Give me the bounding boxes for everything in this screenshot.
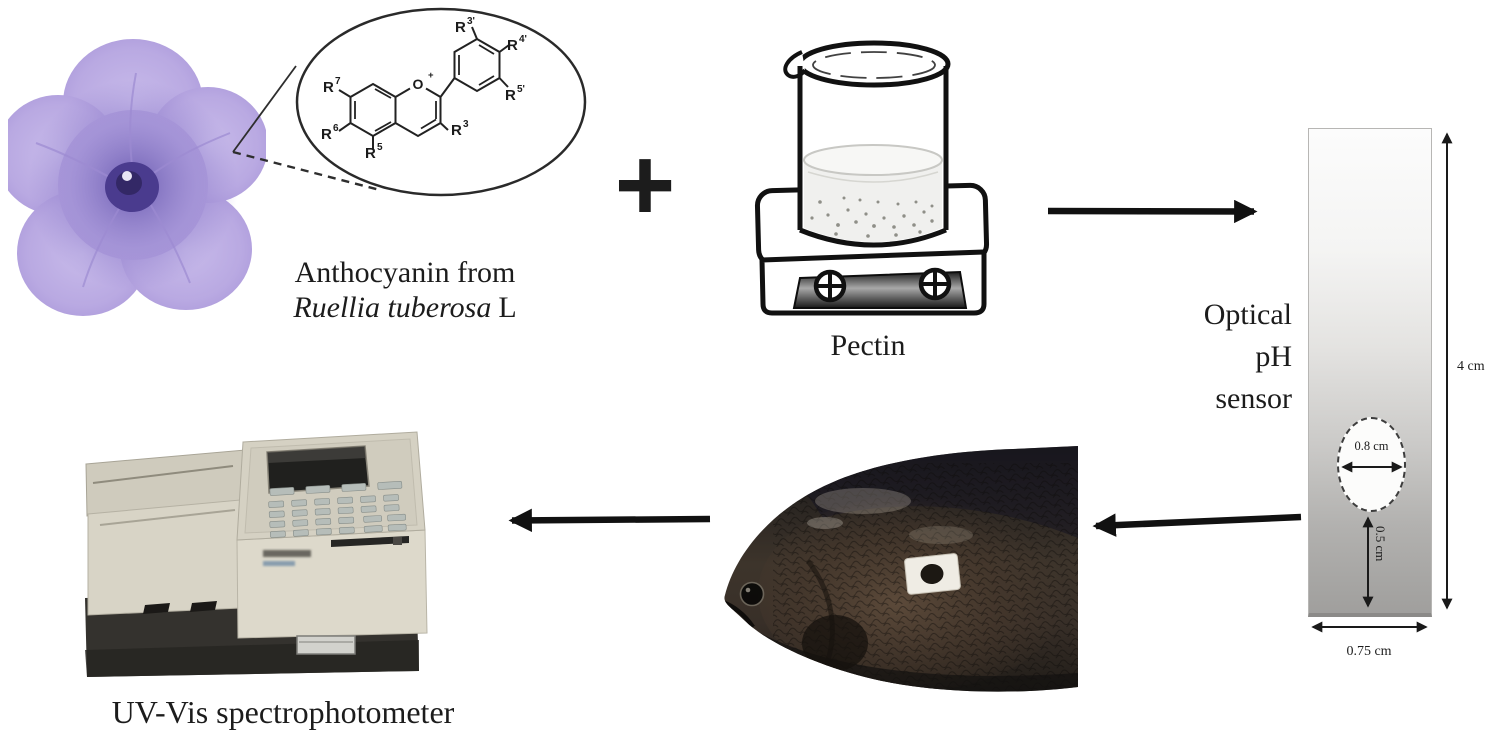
flavylium-labels: O + R 7 R 6 R 5 R 3 R 3' R 4' R 5' [321,16,527,162]
r3prime-sup: 3' [467,16,475,27]
fish-jaw [802,615,868,671]
r3prime-label: R [455,19,466,36]
sensor-patch-on-fish [904,553,961,595]
spectro-screen-glare [267,446,366,463]
spectro-base-slot-2 [190,601,217,612]
r5-sup: 5 [377,142,383,153]
flavylium-structure-callout: O + R 7 R 6 R 5 R 3 R 3' R 4' R 5' [295,7,587,197]
spectro-keypad [268,481,407,538]
spot-offset-dimension-label: 0.5 cm [1373,526,1388,562]
spectro-handle [296,635,356,655]
r6-sup: 6 [333,123,339,134]
spectro-lid-seam [92,465,234,484]
beaker-icon [783,40,951,248]
oxygen-charge: + [428,70,434,81]
r3-sup: 3 [463,119,469,130]
sensor-caption-line1: Optical [1203,298,1292,331]
width-dimension-label: 0.75 cm [1346,644,1392,659]
r7-sup: 7 [335,76,341,87]
arrow-left-fish-to-spectro-icon [508,508,711,533]
callout-line-dashed [232,150,381,192]
pectin-caption: Pectin [830,329,906,362]
species-name: Ruellia tuberosa [293,291,492,325]
r5prime-sup: 5' [517,84,525,95]
beaker-hotplate-image [754,40,990,316]
fish-highlight-3 [807,517,843,529]
sensor-patch-window [920,563,944,585]
oxygen-label: O [413,76,424,92]
r7-label: R [323,79,334,96]
flower-image [8,39,266,316]
spectro-base-slot-1 [143,603,170,614]
beaker-pectin-particles [810,196,934,238]
r5-label: R [365,145,376,162]
r5prime-label: R [505,87,516,104]
spot-diameter-label: 0.8 cm [1354,439,1389,453]
fish-highlight-1 [815,488,911,514]
arrow-left-sensor-to-fish-icon [1092,513,1302,537]
sensor-caption-line3: sensor [1215,382,1292,415]
spectro-compartment-seam [99,509,236,526]
sensor-caption: Optical pH sensor [1130,294,1292,420]
r6-label: R [321,126,332,143]
anthocyanin-caption-line1: Anthocyanin from [294,256,516,289]
uvvis-caption: UV-Vis spectrophotometer [111,694,455,730]
spectro-slot [331,536,409,547]
r3-label: R [451,122,462,139]
spectrophotometer-image [85,431,428,677]
device-model-label [263,550,311,566]
height-dimension-label: 4 cm [1457,359,1485,374]
fish-eye [739,581,765,607]
hotplate-knob-right [918,267,952,301]
fish-image [724,446,1078,692]
plus-sign: + [614,127,676,243]
hotplate-knob-left [813,269,847,303]
callout-line-solid [232,65,297,153]
spectro-slot-button [393,537,402,545]
species-suffix: L [498,291,517,325]
beaker-liquid [804,160,942,242]
fish-mouth [724,598,755,629]
fish-highlight-2 [909,526,973,544]
flavylium-skeleton [338,26,510,149]
arrow-right-icon [1047,199,1258,224]
r4prime-sup: 4' [519,34,527,45]
sensor-caption-line2: pH [1255,340,1292,373]
r4prime-label: R [507,37,518,54]
flower-center-highlight [122,171,132,181]
